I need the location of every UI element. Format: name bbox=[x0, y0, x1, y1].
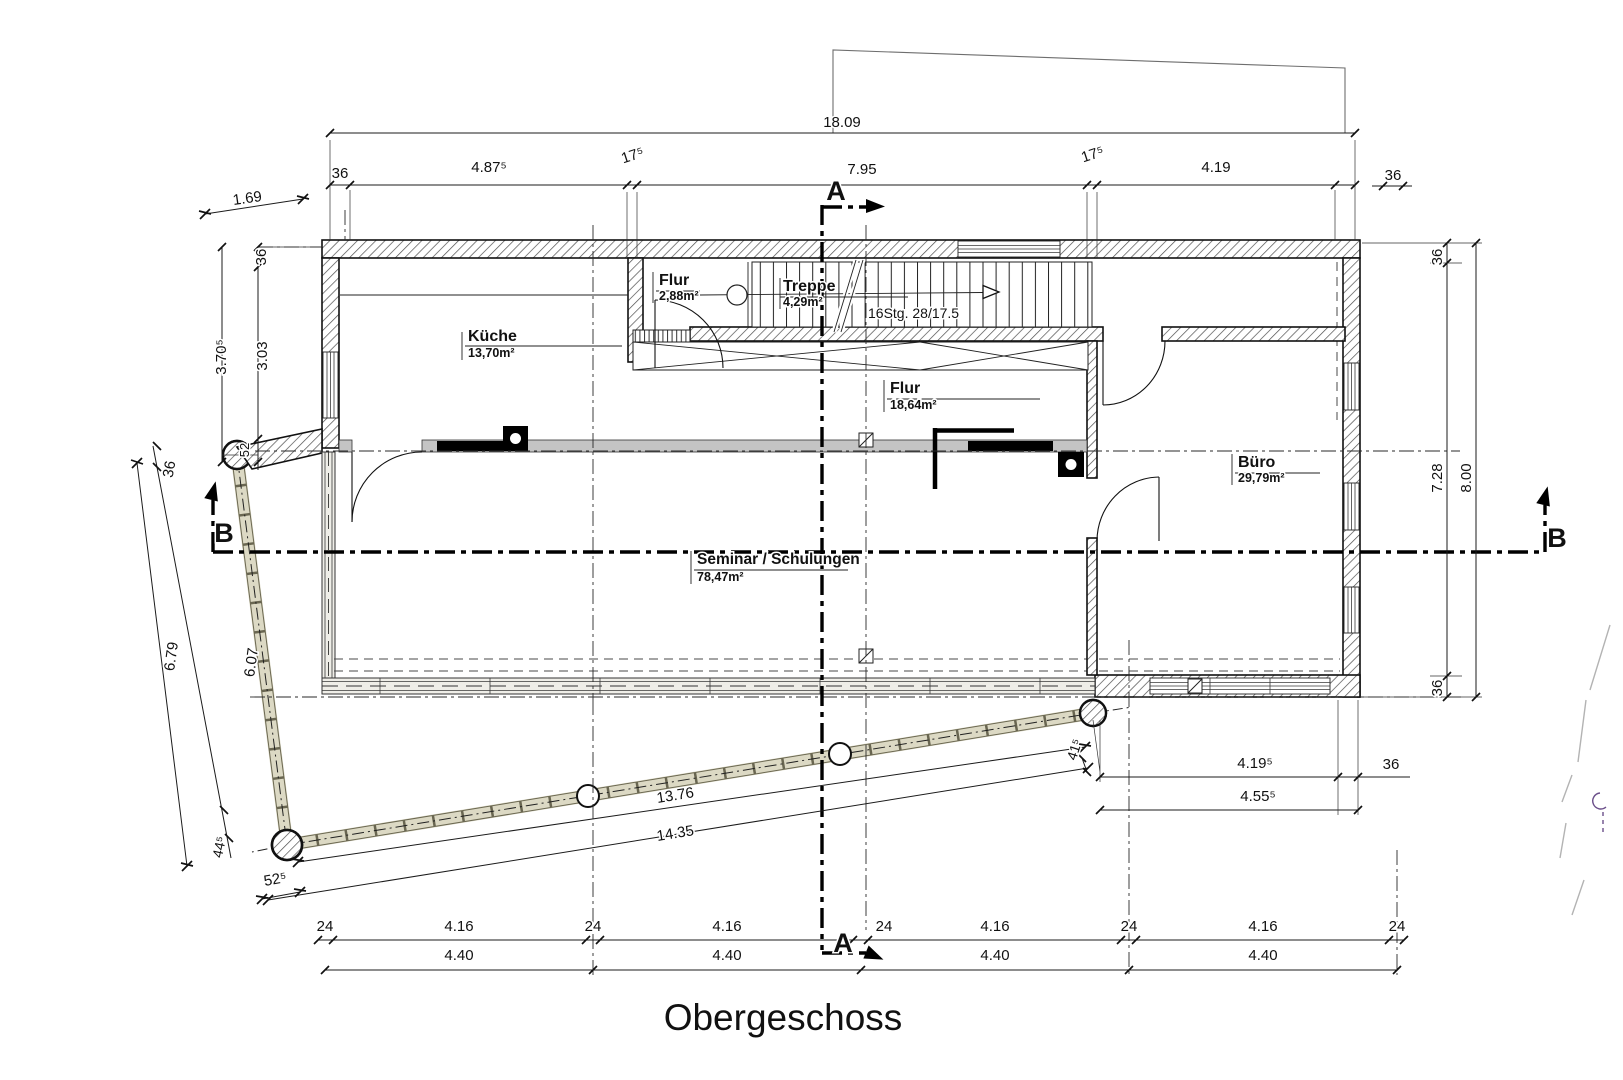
doors bbox=[351, 299, 1166, 542]
window-left bbox=[322, 351, 339, 419]
dim-chain-416-2: 4.16 bbox=[712, 918, 741, 935]
section-arrow-a-bottom bbox=[863, 945, 884, 960]
section-arrow-b-right bbox=[1536, 486, 1550, 507]
window-right-3 bbox=[1343, 586, 1360, 634]
door-buero bbox=[1096, 476, 1160, 542]
dim-right-728: 7.28 bbox=[1429, 463, 1446, 492]
room-kueche-area: 13,70m² bbox=[468, 346, 515, 360]
room-buero-area: 29,79m² bbox=[1238, 471, 1285, 485]
glass-facade bbox=[321, 451, 1096, 695]
room-kueche: Küche bbox=[468, 328, 517, 345]
dim-top-17a: 17⁵ bbox=[619, 144, 646, 167]
room-flur2-area: 18,64m² bbox=[890, 398, 937, 412]
section-a-bottom: A bbox=[833, 928, 853, 958]
room-flur2: Flur bbox=[890, 380, 920, 397]
staircase bbox=[632, 259, 1093, 371]
dim-right-36t: 36 bbox=[1429, 249, 1446, 266]
dim-bal-607: 6.07 bbox=[241, 647, 262, 678]
dim-chain-24-2: 24 bbox=[585, 918, 602, 935]
dim-right-800: 8.00 bbox=[1458, 463, 1475, 492]
window-right-2 bbox=[1343, 482, 1360, 531]
door-flur2-top bbox=[1102, 340, 1166, 406]
stair-note: 16Stg. 28/17.5 bbox=[868, 305, 959, 321]
dim-top-169: 1.69 bbox=[232, 188, 263, 209]
stair-void bbox=[632, 341, 1089, 371]
og-room-tag: OG bbox=[1248, 602, 1340, 662]
roof-outline bbox=[832, 49, 1346, 133]
room-label-underlines bbox=[461, 272, 1320, 584]
window-bottom-right bbox=[1149, 677, 1331, 695]
dim-left-36: 36 bbox=[253, 249, 270, 266]
door-double-bold bbox=[932, 428, 1014, 489]
dim-total-440-3: 4.40 bbox=[980, 947, 1009, 964]
door-flur1 bbox=[654, 299, 724, 369]
dim-top-17b: 17⁵ bbox=[1079, 143, 1106, 166]
dim-chain-24-5: 24 bbox=[1389, 918, 1406, 935]
dim-top-795: 7.95 bbox=[847, 161, 876, 178]
dim-total-440-2: 4.40 bbox=[712, 947, 741, 964]
drawing-title: Obergeschoß bbox=[30, 43, 529, 117]
dim-top-36r: 36 bbox=[1385, 167, 1402, 184]
dim-left-52: 52 bbox=[237, 443, 252, 457]
dim-right-36b: 36 bbox=[1429, 680, 1446, 697]
room-seminar-area: 78,47m² bbox=[697, 570, 744, 584]
margin-sketch bbox=[1559, 624, 1611, 916]
dim-lr-4555: 4.55⁵ bbox=[1240, 788, 1275, 805]
dim-chain-416-4: 4.16 bbox=[1248, 918, 1277, 935]
section-a-top: A bbox=[826, 176, 846, 206]
drawing-caption: Obergeschoss bbox=[664, 997, 903, 1038]
column bbox=[503, 426, 1084, 477]
dim-top-419: 4.19 bbox=[1201, 159, 1230, 176]
section-b-left: B bbox=[214, 518, 234, 548]
room-treppe: Treppe bbox=[783, 278, 836, 295]
dim-bal-36: 36 bbox=[160, 460, 180, 479]
dim-chain-416-1: 4.16 bbox=[444, 918, 473, 935]
window-top bbox=[957, 240, 1061, 258]
dim-left-3705: 3.70⁵ bbox=[213, 339, 230, 374]
section-b-right: B bbox=[1547, 523, 1567, 553]
section-arrow-a-top bbox=[866, 199, 885, 213]
dim-total-440-4: 4.40 bbox=[1248, 947, 1277, 964]
partition-band bbox=[338, 426, 1203, 694]
dim-bal-1435: 14.35 bbox=[655, 822, 695, 845]
dim-bal-445: 44⁵ bbox=[209, 835, 229, 859]
room-flur1-area: 2,88m² bbox=[659, 289, 699, 303]
room-seminar: Seminar / Schulungen bbox=[697, 551, 860, 568]
dim-chain-416-3: 4.16 bbox=[980, 918, 1009, 935]
interior-walls bbox=[340, 257, 1346, 676]
dim-chain-24-4: 24 bbox=[1121, 918, 1138, 935]
dim-total-440-1: 4.40 bbox=[444, 947, 473, 964]
room-flur1: Flur bbox=[659, 272, 689, 289]
grid-node-marker bbox=[858, 432, 1203, 694]
section-lines bbox=[204, 199, 1550, 960]
room-treppe-area: 4,29m² bbox=[783, 295, 823, 309]
dim-lr-36: 36 bbox=[1383, 756, 1400, 773]
dim-overall-width: 18.09 bbox=[823, 114, 861, 131]
dim-top-487: 4.87⁵ bbox=[471, 159, 506, 176]
dim-top-36l: 36 bbox=[332, 165, 349, 182]
dim-lr-4195: 4.19⁵ bbox=[1237, 755, 1272, 772]
dim-chain-24-3: 24 bbox=[876, 918, 893, 935]
door-seminar bbox=[351, 451, 423, 523]
dim-bal-525: 52⁵ bbox=[262, 869, 288, 890]
window-right-1 bbox=[1343, 362, 1360, 411]
dim-bal-679: 6.79 bbox=[161, 641, 182, 672]
dimension-lines bbox=[130, 128, 1482, 975]
room-buero: Büro bbox=[1238, 454, 1276, 471]
dim-chain-24-1: 24 bbox=[317, 918, 334, 935]
dim-left-303: 3.03 bbox=[254, 341, 271, 370]
section-arrow-b-left bbox=[204, 481, 218, 502]
